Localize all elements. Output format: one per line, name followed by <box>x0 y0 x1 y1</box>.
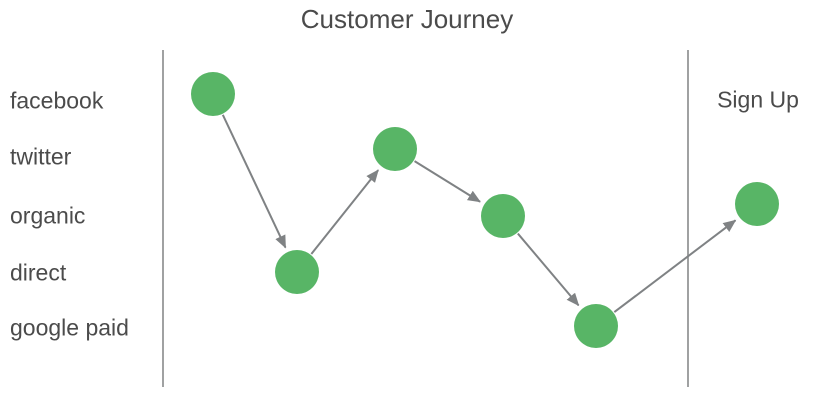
signup-label: Sign Up <box>717 86 799 113</box>
journey-node-step4-organic <box>481 194 525 238</box>
journey-node-step2-direct <box>275 250 319 294</box>
journey-arrow-2 <box>310 169 379 255</box>
source-label-twitter: twitter <box>10 143 72 170</box>
journey-node-step3-twitter <box>373 127 417 171</box>
source-label-direct: direct <box>10 259 67 286</box>
source-label-organic: organic <box>10 202 86 229</box>
journey-node-step5-google-paid <box>574 304 618 348</box>
source-label-google-paid: google paid <box>10 314 129 341</box>
journey-arrow-5 <box>613 219 737 313</box>
journey-node-step1-facebook <box>191 72 235 116</box>
journey-arrow-3 <box>414 160 481 203</box>
journey-arrow-4 <box>517 232 580 307</box>
diagram-title: Customer Journey <box>300 4 514 34</box>
source-label-facebook: facebook <box>10 87 104 114</box>
journey-arrow-1 <box>221 114 287 249</box>
journey-node-step6-sign-up <box>735 182 779 226</box>
